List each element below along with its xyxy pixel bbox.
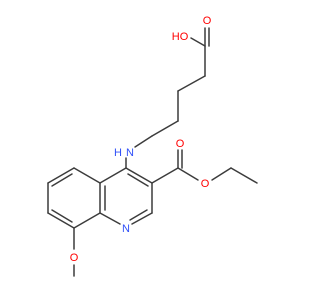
bond-c5-c6-inner [51, 173, 73, 187]
bond-c4-c3-inner [127, 173, 149, 187]
bond-chain-5 [134, 135, 153, 148]
bond-ho-c [190, 37, 206, 47]
bond-chain-4 [151, 120, 179, 137]
bond-c2-n1 [131, 212, 153, 225]
bond-c4a-c5 [73, 167, 101, 184]
ester-carbonyl-o-label: O [176, 138, 185, 150]
acid-carbonyl-o-label: O [203, 15, 212, 27]
bond-n1-c8a [99, 212, 121, 225]
atom-labels: HO O N H O O N O [70, 15, 212, 264]
bond-o-ch2 [211, 167, 232, 181]
bond-lines [47, 27, 258, 277]
ester-o-label: O [201, 178, 210, 190]
bond-c7-c8 [47, 212, 75, 229]
amine-n-label: N [126, 147, 134, 159]
bond-c4a-c4 [99, 167, 127, 184]
ring-n-label: N [122, 223, 130, 235]
bond-ch2-ch3 [230, 167, 258, 184]
bond-chain-2 [177, 75, 206, 92]
bond-c8-c8a [73, 212, 101, 229]
hydroxyl-label: HO [172, 31, 189, 43]
bond-c5-c6 [47, 167, 75, 184]
amine-h-label: H [114, 147, 122, 159]
bond-c4-c3 [125, 167, 153, 184]
molecule-diagram: HO O N H O O N O [47, 15, 258, 277]
bond-cester-o [177, 167, 199, 181]
bond-c7-c8-inner [51, 209, 73, 223]
methoxy-o-label: O [70, 252, 79, 264]
bond-c3-cester [151, 167, 179, 184]
bond-c2-n1-inner [129, 209, 148, 221]
